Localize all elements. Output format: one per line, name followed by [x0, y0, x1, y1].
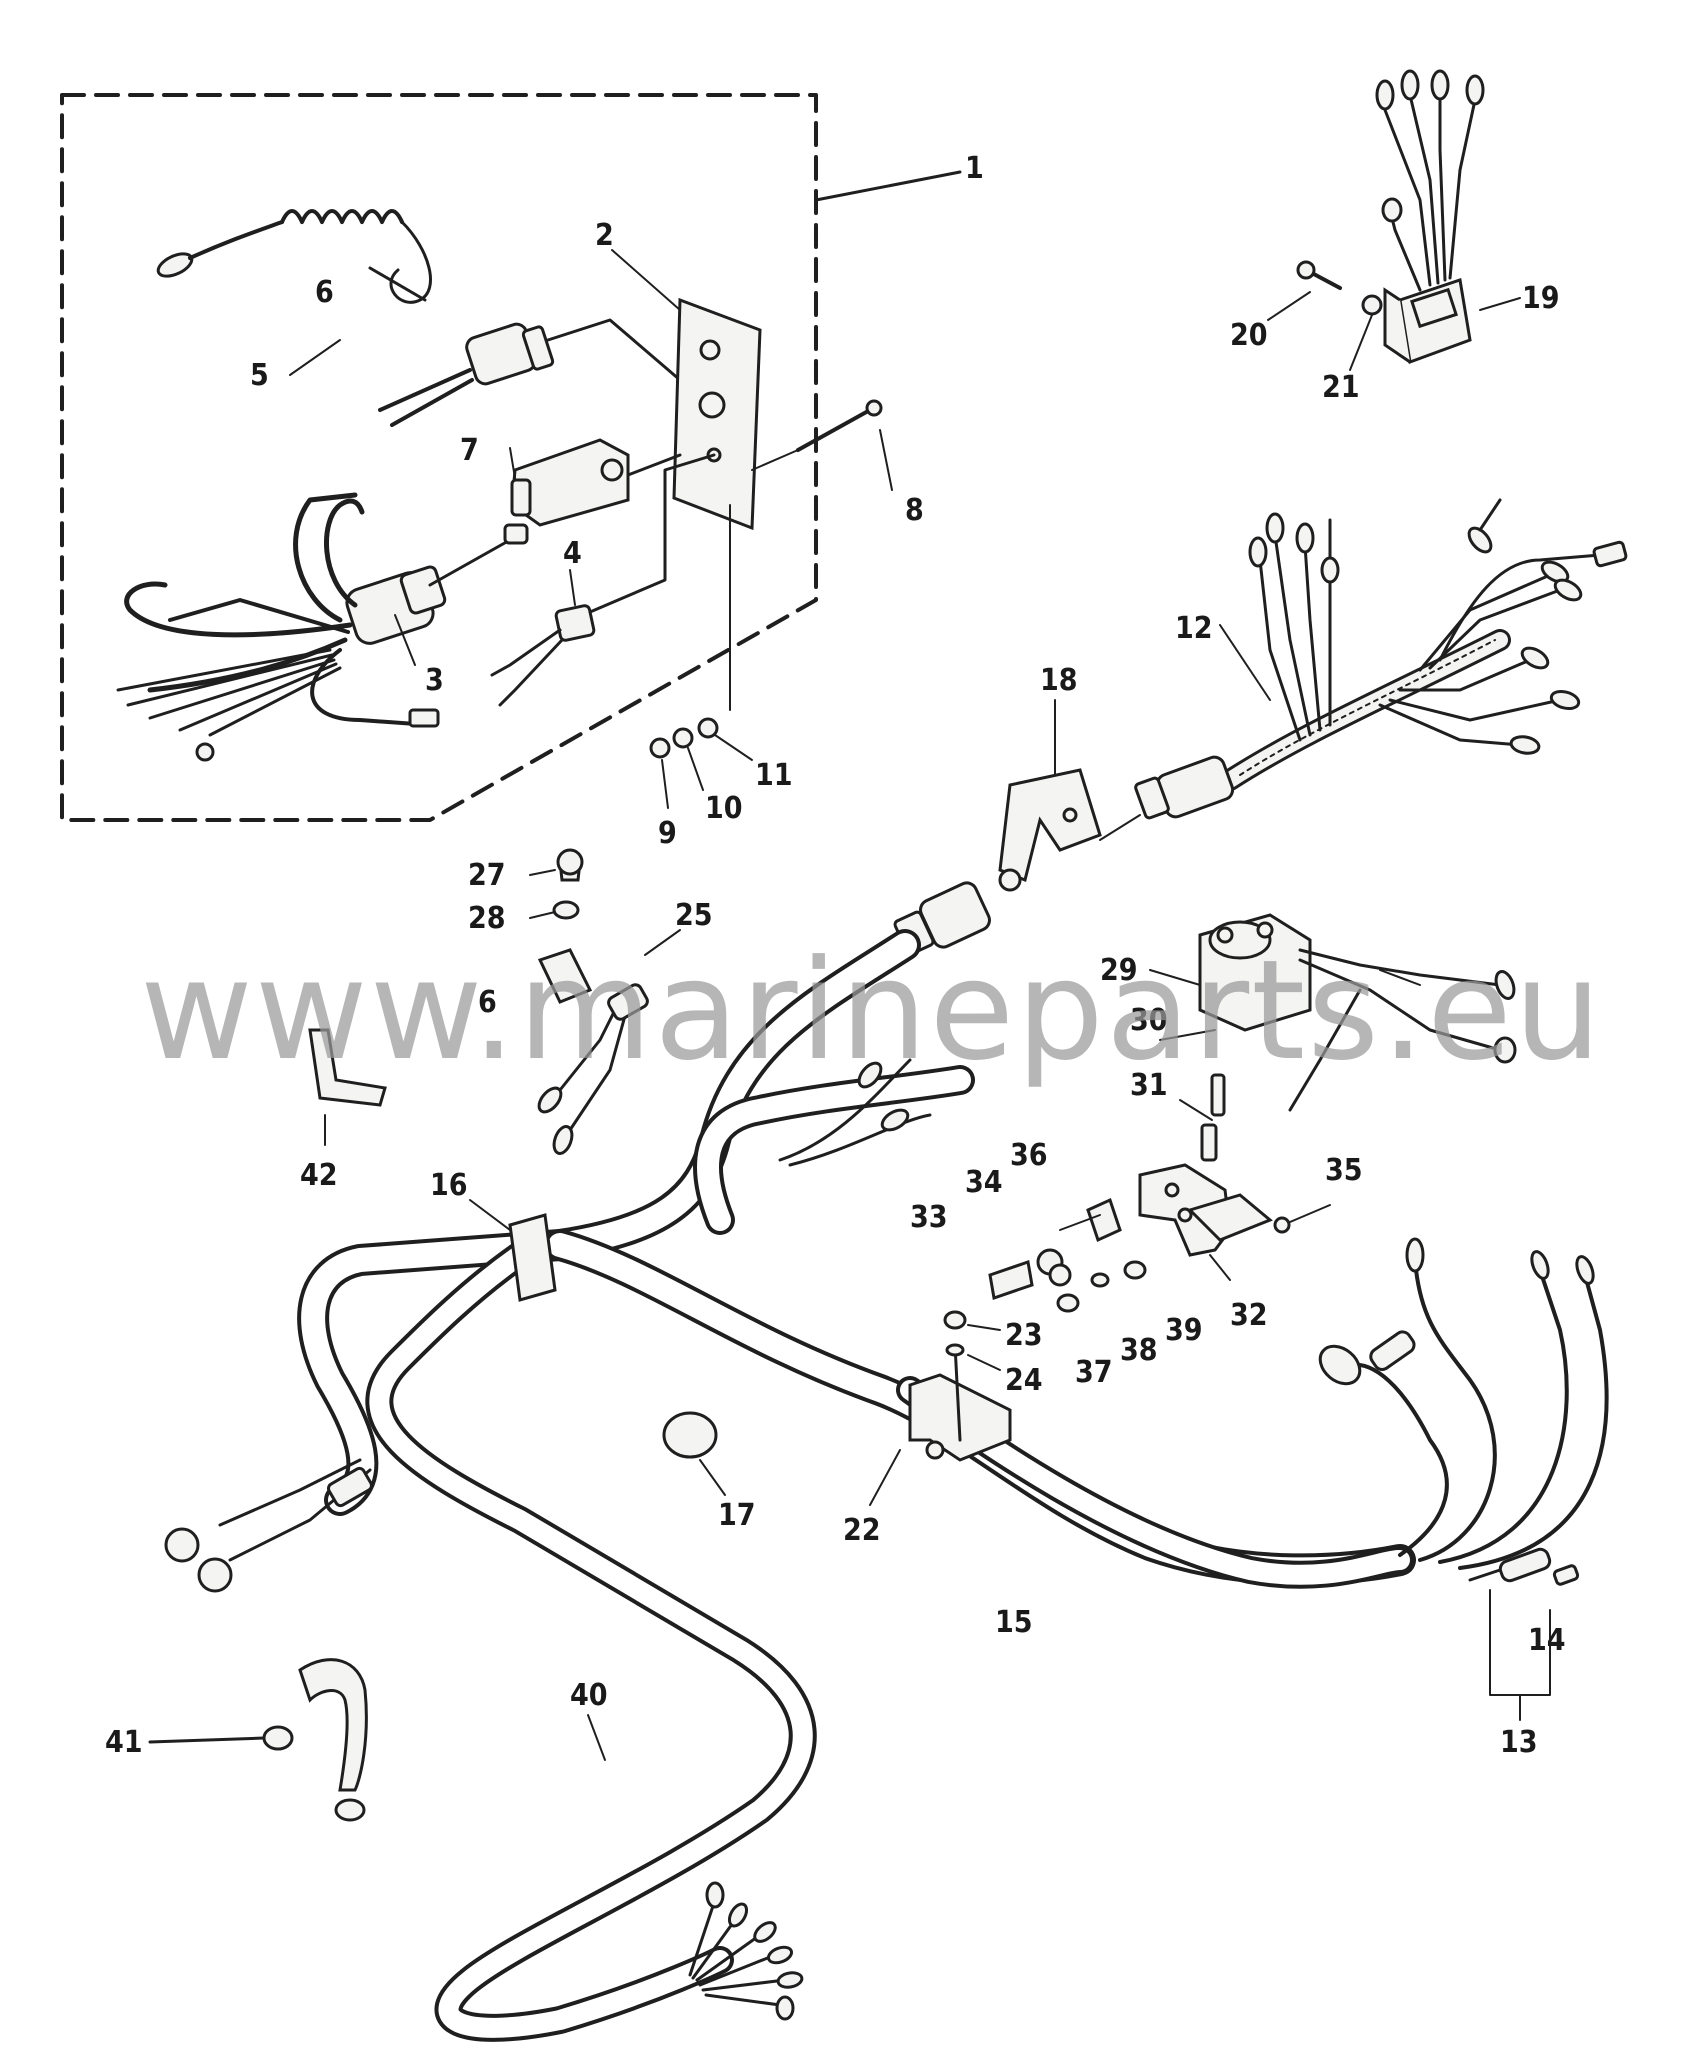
callout-38: 38 [1120, 1333, 1158, 1368]
callout-36: 36 [1010, 1138, 1048, 1173]
callout-22: 22 [843, 1513, 881, 1548]
callout-33: 33 [910, 1200, 948, 1235]
watermark: www.marineparts.eu [140, 930, 1603, 1091]
callout-35: 35 [1325, 1153, 1363, 1188]
key-switch-harness [116, 492, 529, 762]
callout-40: 40 [570, 1678, 608, 1713]
mounting-screw [751, 399, 883, 471]
callout-19: 19 [1522, 281, 1560, 316]
callout-39: 39 [1165, 1313, 1203, 1348]
callout-15: 15 [995, 1605, 1033, 1640]
callout-14: 14 [1528, 1623, 1566, 1658]
callout-24: 24 [1005, 1363, 1043, 1398]
lever-bracket [510, 438, 682, 527]
callout-21: 21 [1322, 370, 1360, 405]
trunk-bracket [869, 1310, 1012, 1506]
callout-31: 31 [1130, 1068, 1168, 1103]
callout-18: 18 [1040, 663, 1078, 698]
callout-6a: 6 [315, 275, 334, 310]
solenoid-bracket-fasteners [988, 1073, 1331, 1313]
callout-34: 34 [965, 1165, 1003, 1200]
callout-10: 10 [705, 791, 743, 826]
engine-wiring-harness [1134, 498, 1628, 820]
callout-27: 27 [468, 858, 506, 893]
callout-13: 13 [1500, 1725, 1538, 1760]
callout-16: 16 [430, 1168, 468, 1203]
callout-29: 29 [1100, 953, 1138, 988]
harness-clamp [469, 1199, 557, 1302]
callout-32: 32 [1230, 1298, 1268, 1333]
battery-lead-cables [1318, 1237, 1609, 1721]
starter-solenoid [1149, 913, 1517, 1112]
callout-42: 42 [300, 1158, 338, 1193]
callout-8: 8 [905, 493, 924, 528]
callout-3: 3 [425, 663, 444, 698]
main-harness-trunk [164, 881, 1416, 2042]
ignition-switch [378, 318, 682, 427]
small-switch [490, 453, 716, 707]
stop-switch-lanyard [156, 209, 432, 304]
ground-strap-assembly [529, 848, 681, 1155]
callout-30: 30 [1130, 1003, 1168, 1038]
callout-12: 12 [1175, 611, 1213, 646]
callout-17: 17 [718, 1498, 756, 1533]
callout-4: 4 [563, 536, 582, 571]
callout-25: 25 [675, 898, 713, 933]
callout-5: 5 [250, 358, 269, 393]
harness-terminal-fan [587, 1714, 804, 2021]
rectifier [1267, 69, 1521, 371]
control-kit-dashed-boundary [60, 93, 962, 822]
grommet [662, 1411, 726, 1496]
callout-11: 11 [755, 758, 793, 793]
callout-28: 28 [468, 901, 506, 936]
small-bracket [308, 1028, 387, 1146]
callout-41: 41 [105, 1725, 143, 1760]
mounting-plate [672, 297, 762, 531]
cable-clip [148, 1658, 368, 1822]
callout-leaders [289, 249, 1421, 986]
harness-bracket [998, 699, 1141, 892]
callout-7: 7 [460, 433, 479, 468]
callout-labels: 1 2 6 5 7 4 3 8 9 10 11 20 19 21 12 18 2… [105, 151, 1566, 1760]
nut-and-washers [649, 504, 731, 759]
callout-2: 2 [595, 218, 614, 253]
callout-37: 37 [1075, 1355, 1113, 1390]
callout-6b: 6 [478, 985, 497, 1020]
callout-20: 20 [1230, 318, 1268, 353]
callout-1: 1 [965, 151, 984, 186]
callout-23: 23 [1005, 1318, 1043, 1353]
callout-9: 9 [658, 816, 677, 851]
